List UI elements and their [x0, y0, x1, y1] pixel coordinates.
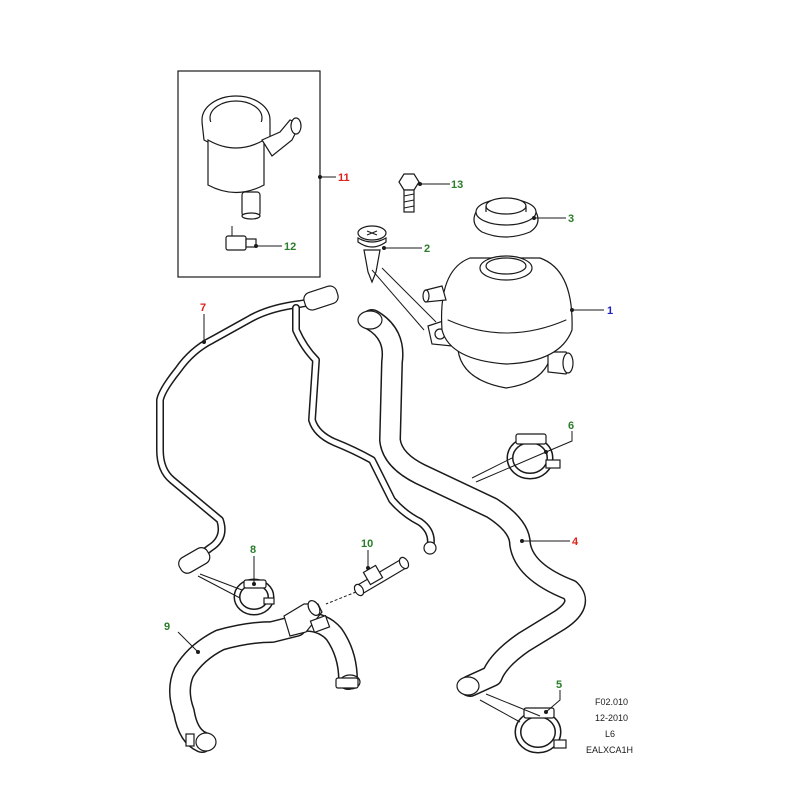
callout-13[interactable]: 13 — [451, 179, 463, 191]
callout-1[interactable]: 1 — [607, 305, 613, 317]
push-rivet[interactable] — [357, 225, 387, 284]
callout-8[interactable]: 8 — [250, 544, 256, 556]
callout-10[interactable]: 10 — [361, 538, 373, 550]
callout-3[interactable]: 3 — [568, 213, 574, 225]
connector[interactable] — [353, 556, 411, 597]
bolt[interactable] — [398, 173, 420, 213]
callout-11[interactable]: 11 — [338, 172, 350, 184]
tank-cap[interactable] — [473, 197, 539, 238]
level-sensor[interactable] — [225, 226, 257, 251]
callout-5[interactable]: 5 — [556, 679, 562, 691]
leader-dots — [196, 175, 574, 714]
bleed-pipe[interactable] — [156, 284, 437, 576]
inset-tank-assembly[interactable] — [201, 95, 302, 220]
lower-hose[interactable] — [169, 599, 361, 753]
expansion-tank[interactable] — [422, 255, 574, 389]
callout-9[interactable]: 9 — [164, 621, 170, 633]
main-hose[interactable] — [357, 309, 587, 697]
callout-12[interactable]: 12 — [284, 241, 296, 253]
callout-2[interactable]: 2 — [424, 243, 430, 255]
callouts: 1 2 3 4 5 6 7 8 9 10 11 12 13 — [164, 172, 613, 691]
inset-frame — [177, 70, 321, 278]
ref-line-3: L6 — [605, 729, 615, 739]
callout-7[interactable]: 7 — [200, 302, 206, 314]
upper-clip[interactable] — [506, 433, 561, 480]
leader-lines — [177, 176, 604, 723]
ref-line-2: 12-2010 — [595, 713, 628, 723]
callout-4[interactable]: 4 — [572, 536, 579, 548]
ref-line-4: EALXCA1H — [586, 745, 633, 755]
reference-block: F02.010 12-2010 L6 EALXCA1H — [586, 697, 633, 755]
lower-clip[interactable] — [514, 707, 567, 754]
callout-6[interactable]: 6 — [568, 420, 574, 432]
ref-line-1: F02.010 — [595, 697, 628, 707]
